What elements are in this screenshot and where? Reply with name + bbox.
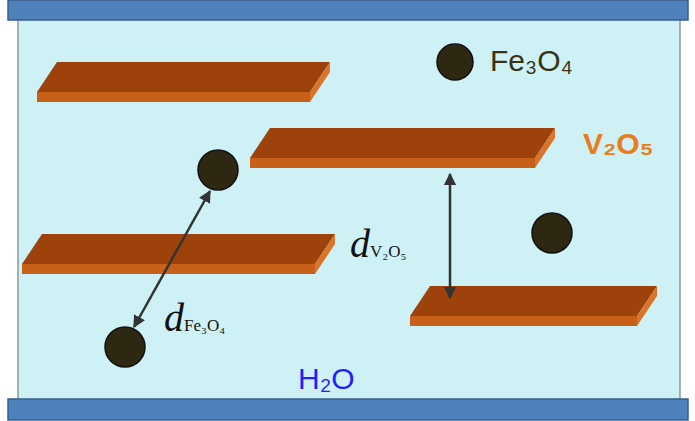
- water-region: [18, 18, 680, 401]
- fe3o4-particle: [437, 44, 473, 80]
- distance-label: dFe₃O₄: [164, 296, 225, 340]
- particle-label: Fe₃O₄: [490, 44, 573, 77]
- spacing-arrow: [449, 174, 452, 298]
- v2o5-flake: [22, 234, 335, 274]
- v2o5-flake: [250, 128, 555, 168]
- v2o5-flake: [37, 62, 330, 102]
- fe3o4-particle: [198, 150, 238, 190]
- fe3o4-particle: [532, 213, 572, 253]
- v2o5-flake: [410, 286, 657, 326]
- bottom-plate: [8, 399, 688, 420]
- flake-label: V₂O₅: [583, 127, 653, 160]
- medium-label: H₂O: [298, 362, 355, 395]
- fe3o4-particle: [105, 327, 145, 367]
- distance-label: dV₂O₅: [350, 222, 406, 266]
- top-plate: [8, 0, 688, 20]
